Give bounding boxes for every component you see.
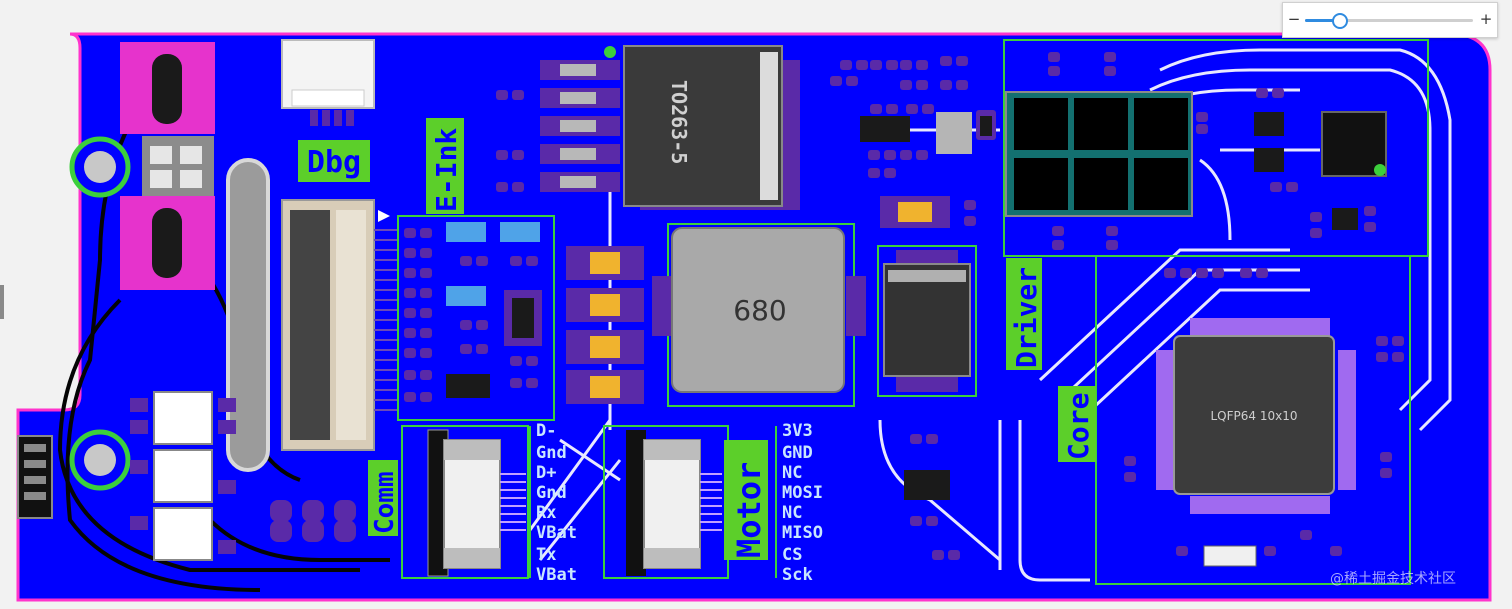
watermark: @稀土掘金技术社区 <box>1330 571 1456 587</box>
motor-pin-4: MOSI <box>782 483 823 503</box>
comm-pin-5: Rx <box>536 503 556 523</box>
motor-pin-2: GND <box>782 443 813 463</box>
inductor-label: 680 <box>733 294 786 327</box>
mcu-body <box>1173 335 1335 495</box>
silk-labels: Dbg E-Ink Comm Motor Driver Core <box>298 118 1096 560</box>
capacitor-column <box>566 246 644 404</box>
slot-cutout <box>226 158 270 472</box>
mcu-pins <box>1156 318 1356 514</box>
zoom-slider-fill <box>1305 19 1339 22</box>
led-modules <box>130 391 356 561</box>
zoom-out-button[interactable]: − <box>1287 10 1301 28</box>
zoom-slider-track[interactable] <box>1305 13 1473 29</box>
inductor-body <box>671 227 845 393</box>
comm-pin-8: VBat <box>536 565 577 585</box>
zoom-control: − + <box>1282 2 1498 38</box>
zoom-slider-thumb[interactable] <box>1331 13 1348 29</box>
comm-pin-7: Tx <box>536 545 556 565</box>
comm-label: Comm <box>370 471 400 534</box>
motor-pin-8: Sck <box>782 565 813 585</box>
regulator-body <box>623 45 783 207</box>
eink-components <box>404 222 542 402</box>
core-label: Core <box>1062 393 1095 460</box>
motor-pin-1: 3V3 <box>782 421 813 441</box>
comm-pin-2: Gnd <box>536 443 567 463</box>
panel-resize-handle[interactable] <box>0 285 4 319</box>
mosfet-array <box>1005 91 1193 217</box>
motor-pin-6: MISO <box>782 523 823 543</box>
fpc-connector <box>281 199 398 451</box>
driver-label: Driver <box>1010 267 1043 368</box>
motor-pin-5: NC <box>782 503 802 523</box>
eink-outline <box>397 215 555 421</box>
comm-outline <box>401 425 529 579</box>
comm-pin-1: D- <box>536 421 556 441</box>
eink-label: E-Ink <box>430 128 463 212</box>
debug-connector <box>281 39 375 126</box>
magenta-switches <box>120 42 215 290</box>
diode-outline <box>877 245 977 397</box>
small-components-top <box>496 56 996 226</box>
dbg-label: Dbg <box>307 145 361 180</box>
motor-pin-labels: 3V3 GND NC MOSI NC MISO CS Sck <box>782 421 823 585</box>
comm-pin-labels: D- Gnd D+ Gnd Rx VBat Tx VBat <box>536 421 577 585</box>
motor-label: Motor <box>730 462 768 558</box>
mcu-label: LQFP64 10x10 <box>1211 409 1298 423</box>
mount-holes <box>69 136 131 491</box>
comm-pin-3: D+ <box>536 463 556 483</box>
motor-pin-3: NC <box>782 463 802 483</box>
regulator-label: TO263-5 <box>667 80 691 164</box>
diode-body <box>883 263 971 377</box>
zoom-in-button[interactable]: + <box>1479 10 1493 28</box>
comm-pin-6: VBat <box>536 523 577 543</box>
comm-pin-4: Gnd <box>536 483 567 503</box>
motor-pin-7: CS <box>782 545 802 565</box>
